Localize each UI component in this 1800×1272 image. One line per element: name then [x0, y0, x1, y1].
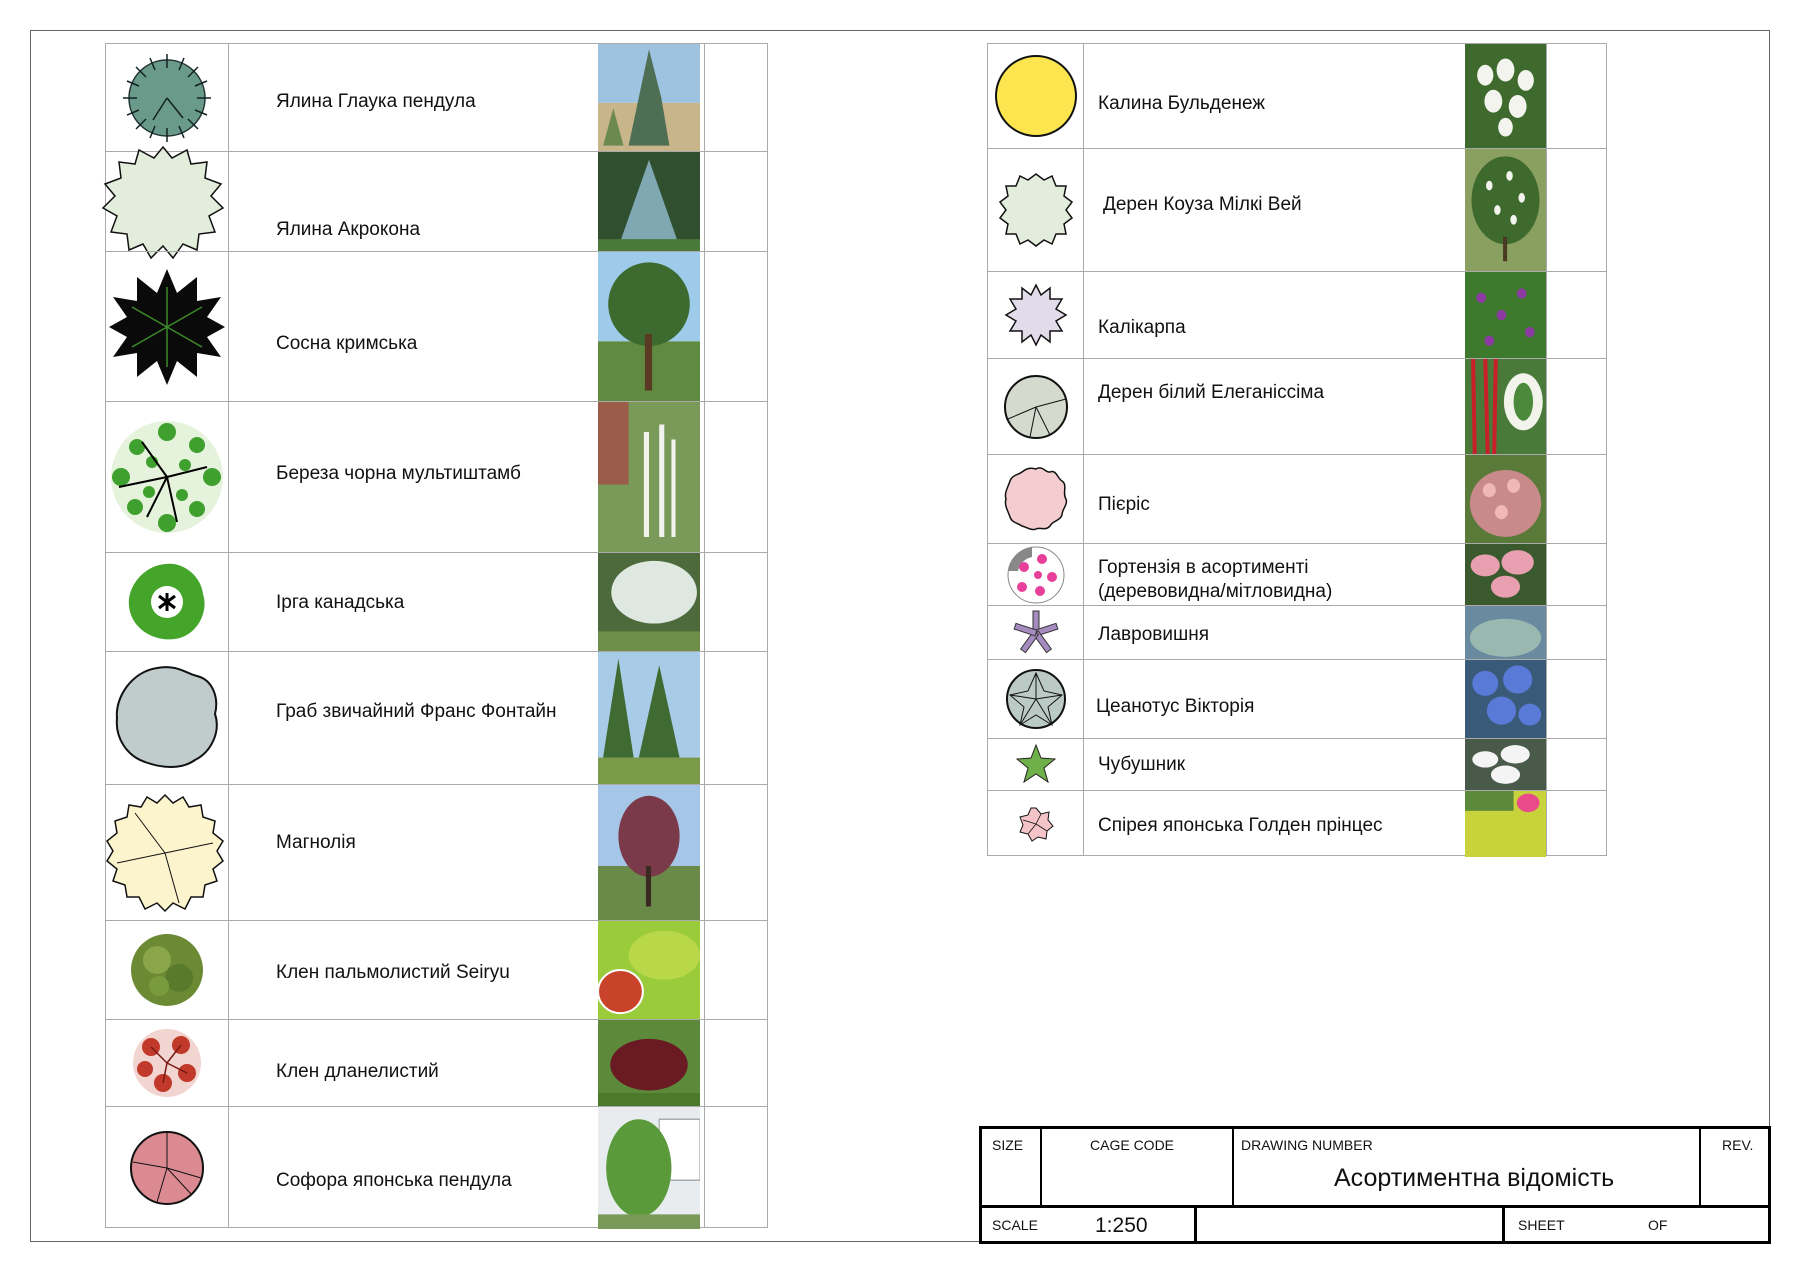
drawing-number-label: DRAWING NUMBER	[1241, 1137, 1373, 1153]
grey-blob-icon	[115, 666, 218, 768]
table-row: Клен дланелистий	[106, 1019, 767, 1106]
plant-photo	[598, 1020, 700, 1106]
table-row: Береза чорна мультиштамб	[106, 401, 767, 552]
plant-name: Софора японська пендула	[276, 1170, 512, 1191]
size-label: SIZE	[992, 1137, 1024, 1153]
table-row: Калікарпа	[988, 271, 1606, 358]
hydrangea-flower-icon	[1007, 546, 1064, 603]
plant-name: Дерен білий Елеганіссіма	[1098, 382, 1325, 403]
plant-photo	[1465, 272, 1546, 358]
green-star-icon	[1015, 743, 1056, 783]
plant-photo	[598, 152, 700, 251]
table-row: Сосна кримська	[106, 251, 767, 401]
table-row: Ірга канадська	[106, 552, 767, 651]
plant-name: Цеанотус Вікторія	[1096, 696, 1255, 717]
plant-name: Гортензія в асортименті	[1098, 557, 1309, 578]
table-row: Софора японська пендула	[106, 1106, 767, 1229]
plant-photo	[1465, 660, 1546, 738]
plant-name: Магнолія	[276, 832, 356, 853]
table-row: Ялина Акрокона	[101, 145, 767, 259]
plant-name: Ірга канадська	[276, 592, 405, 613]
plant-name: Дерен Коуза Мілкі Вей	[1103, 194, 1302, 215]
plant-photo	[1465, 44, 1546, 148]
right-plant-table: Калина Бульденеж Дерен Коуза Мілкі Вей К…	[987, 43, 1607, 857]
of-label: OF	[1648, 1217, 1668, 1233]
cream-scalloped-icon	[106, 793, 224, 912]
rev-label: REV.	[1722, 1137, 1754, 1153]
drawing-title: Асортиментна відомість	[1334, 1164, 1615, 1192]
table-row: Магнолія	[106, 784, 767, 920]
table-row: Калина Бульденеж	[988, 44, 1606, 148]
left-plant-table: Ялина Глаука пендула Ялина Акрокона Сосн…	[101, 43, 768, 1229]
sheet-label: SHEET	[1518, 1217, 1565, 1233]
olive-tree-icon	[131, 934, 203, 1006]
table-row: Ялина Глаука пендула	[106, 44, 767, 151]
table-row: Пієріс	[988, 454, 1606, 543]
lavender-spiky-icon	[1004, 283, 1067, 347]
plant-photo	[1465, 359, 1546, 454]
plant-name: Лавровишня	[1098, 624, 1209, 645]
cage-code-label: CAGE CODE	[1090, 1137, 1175, 1153]
plant-photo	[1465, 455, 1546, 543]
table-row: Дерен білий Елеганіссіма	[988, 358, 1606, 454]
plant-photo	[598, 921, 700, 1019]
table-row: Чубушник	[988, 738, 1606, 790]
plant-name: Граб звичайний Франс Фонтайн	[276, 701, 557, 722]
spiky-teal-circle-icon	[123, 53, 211, 142]
plant-name: Клен пальмолистий Seiryu	[276, 962, 510, 983]
plant-photo	[1465, 149, 1546, 271]
scale-value: 1:250	[1095, 1214, 1148, 1237]
table-row: Клен пальмолистий Seiryu	[106, 920, 767, 1019]
pale-green-jagged-icon	[998, 173, 1073, 247]
plant-photo	[1465, 606, 1546, 659]
plant-photo	[598, 1107, 700, 1229]
grey-sectored-circle-icon	[1003, 374, 1068, 439]
red-tree-icon	[133, 1029, 201, 1097]
table-row: Гортензія в асортименті (деревовидна/міт…	[988, 543, 1606, 605]
plant-name: Береза чорна мультиштамб	[276, 463, 521, 484]
pink-sectored-circle-icon	[130, 1131, 204, 1205]
plant-photo	[598, 402, 700, 552]
table-row: Спірея японська Голден прінцес	[988, 790, 1606, 857]
title-block: SIZE CAGE CODE DRAWING NUMBER REV. Асорт…	[979, 1126, 1771, 1244]
plant-name: Калина Бульденеж	[1098, 93, 1266, 114]
plant-photo	[598, 652, 700, 784]
plant-name: Спірея японська Голден прінцес	[1098, 815, 1383, 836]
black-star-needle-icon	[109, 268, 225, 385]
pink-scalloped-icon	[1004, 467, 1067, 531]
grey-star-circle-icon	[1005, 669, 1066, 729]
table-row: Граб звичайний Франс Фонтайн	[106, 651, 767, 784]
plant-photo	[598, 553, 700, 651]
plant-name: Калікарпа	[1098, 317, 1186, 338]
plant-name: Сосна кримська	[276, 333, 418, 354]
plant-name: Чубушник	[1098, 754, 1186, 775]
table-row: Лавровишня	[988, 605, 1606, 659]
table-row: Цеанотус Вікторія	[988, 659, 1606, 738]
plant-photo	[1465, 544, 1546, 605]
yellow-circle-icon	[994, 55, 1077, 137]
plant-photo	[598, 252, 700, 401]
plant-photo	[1465, 791, 1546, 857]
green-blob-icon	[128, 563, 205, 640]
pink-small-star-icon	[1018, 807, 1054, 842]
plant-photo	[1465, 739, 1546, 790]
plant-name: Пієріс	[1098, 494, 1150, 515]
drawing-frame	[30, 30, 1770, 1242]
plant-name: Ялина Акрокона	[276, 219, 421, 240]
plant-name-line2: (деревовидна/мітловидна)	[1098, 581, 1333, 602]
plant-photo	[598, 44, 700, 151]
purple-asterisk-icon	[1013, 610, 1058, 653]
scale-label: SCALE	[992, 1217, 1038, 1233]
plant-name: Ялина Глаука пендула	[276, 91, 476, 112]
table-row: Дерен Коуза Мілкі Вей	[988, 148, 1606, 271]
leafy-green-branch-icon	[111, 421, 223, 533]
plant-name: Клен дланелистий	[276, 1061, 439, 1082]
jagged-pale-green-icon	[101, 145, 225, 259]
plant-photo	[598, 785, 700, 920]
